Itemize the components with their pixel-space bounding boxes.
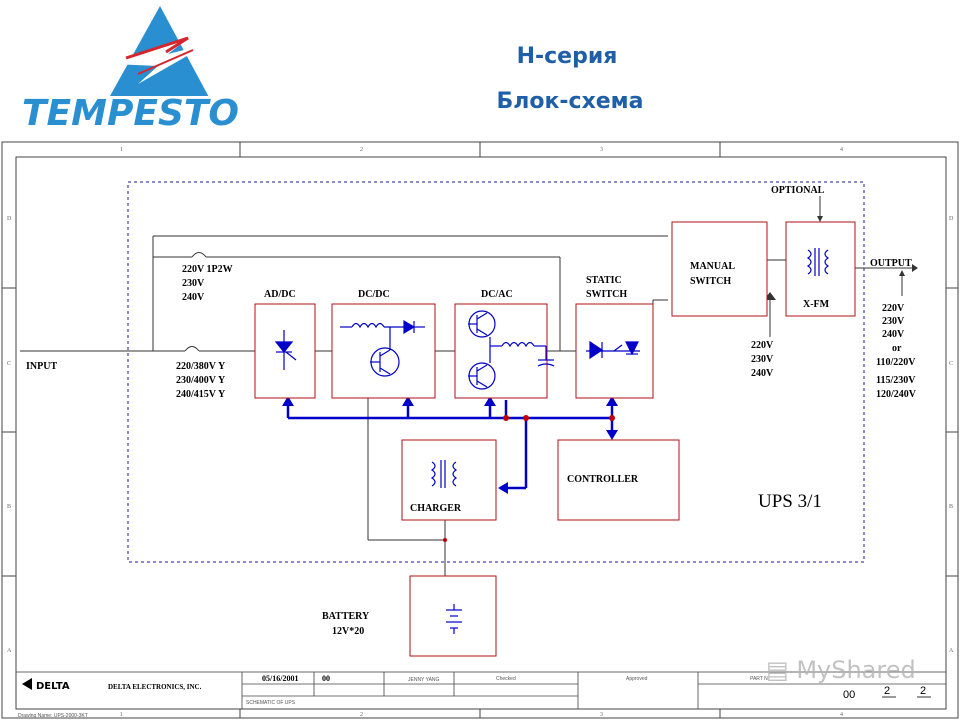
logo-text: TEMPESTO	[22, 93, 239, 134]
output-voltage-4: 110/220V	[876, 357, 916, 368]
row-label-d: D	[7, 216, 12, 222]
manual-switch-block	[671, 221, 768, 317]
static-switch-label: STATIC	[586, 275, 622, 286]
battery-label: BATTERY	[322, 611, 370, 622]
file-name: Drawing Name: UPS-2000-3KT	[18, 713, 88, 719]
bypass-voltage-2: 230V	[182, 278, 205, 289]
dcac-label: DC/AC	[481, 289, 513, 300]
manual-switch-label: MANUAL	[690, 261, 735, 272]
slides-icon: ▤	[766, 656, 789, 684]
description-value: SCHEMATIC OF UPS	[246, 700, 296, 706]
manual-voltage-2: 230V	[751, 354, 774, 365]
output-voltage-2: 230V	[882, 316, 905, 327]
output-voltage-3: 240V	[882, 329, 905, 340]
col-label-2-bottom: 2	[360, 712, 363, 718]
rev-value: 00	[322, 674, 330, 683]
col-label-4-bottom: 4	[840, 712, 843, 718]
row-label-b: B	[7, 504, 11, 510]
manual-switch-label-2: SWITCH	[690, 276, 731, 287]
battery-rating: 12V*20	[332, 626, 364, 637]
row-label-a: A	[7, 648, 12, 654]
charger-block	[401, 439, 497, 521]
manual-voltage-3: 240V	[751, 368, 774, 379]
output-label: OUTPUT	[870, 258, 912, 269]
input-voltage-2: 230/400V Y	[176, 375, 226, 386]
bus-node	[523, 415, 529, 421]
sheet-code: 00	[843, 689, 855, 701]
row-label-d-right: D	[949, 216, 954, 222]
watermark: ▤ MyShared	[766, 656, 916, 684]
delta-mark-icon	[22, 678, 32, 690]
dcdc-label: DC/DC	[358, 289, 390, 300]
bus-node	[503, 415, 509, 421]
row-label-c-right: C	[949, 361, 953, 367]
approved-label: Approved	[626, 676, 648, 682]
row-label-c: C	[7, 361, 11, 367]
output-voltage-1: 220V	[882, 303, 905, 314]
page-title: H-серия	[516, 44, 618, 69]
controller-label: CONTROLLER	[567, 474, 639, 485]
title-block	[15, 671, 947, 710]
adc-label: AD/DC	[264, 289, 296, 300]
controller-block	[557, 439, 680, 521]
row-label-a-right: A	[949, 648, 954, 654]
company-name: DELTA ELECTRONICS, INC.	[108, 683, 202, 691]
optional-label: OPTIONAL	[771, 185, 825, 196]
date-value: 05/16/2001	[262, 674, 298, 683]
delta-brand: DELTA	[36, 681, 70, 692]
dcdc-block	[331, 303, 436, 399]
row-label-b-right: B	[949, 504, 953, 510]
ups-model-label: UPS 3/1	[758, 491, 822, 512]
col-label-2: 2	[360, 147, 363, 153]
bypass-voltage-3: 240V	[182, 292, 205, 303]
junction-dot	[443, 538, 447, 542]
checked-label: Checked	[496, 676, 516, 682]
sheet-total: 2	[920, 685, 926, 697]
col-label-1-bottom: 1	[120, 712, 123, 718]
bypass-voltage-1: 220V 1P2W	[182, 264, 233, 275]
input-voltage-3: 240/415V Y	[176, 389, 226, 400]
dcac-block	[454, 303, 548, 399]
col-label-3-bottom: 3	[600, 712, 603, 718]
page-subtitle: Блок-схема	[496, 89, 644, 114]
col-label-3: 3	[600, 147, 603, 153]
watermark-text: MyShared	[796, 656, 916, 684]
charger-label: CHARGER	[410, 503, 462, 514]
col-label-4: 4	[840, 147, 843, 153]
drawn-by: JENNY YANG	[408, 677, 440, 683]
manual-voltage-1: 220V	[751, 340, 774, 351]
output-voltage-6: 120/240V	[876, 389, 917, 400]
sheet-number: 2	[884, 685, 890, 697]
bus-node	[609, 415, 615, 421]
output-voltage-or: or	[892, 343, 902, 354]
input-label: INPUT	[26, 361, 57, 372]
input-voltage-1: 220/380V Y	[176, 361, 226, 372]
xfm-label: X-FM	[803, 299, 830, 310]
xfm-block	[785, 221, 856, 317]
output-voltage-5: 115/230V	[876, 375, 916, 386]
col-label-1: 1	[120, 147, 123, 153]
tempesto-logo: TEMPESTO	[20, 6, 290, 134]
part-no-label: PART N	[750, 676, 768, 682]
static-switch-label-2: SWITCH	[586, 289, 627, 300]
ups-boundary	[127, 181, 865, 563]
